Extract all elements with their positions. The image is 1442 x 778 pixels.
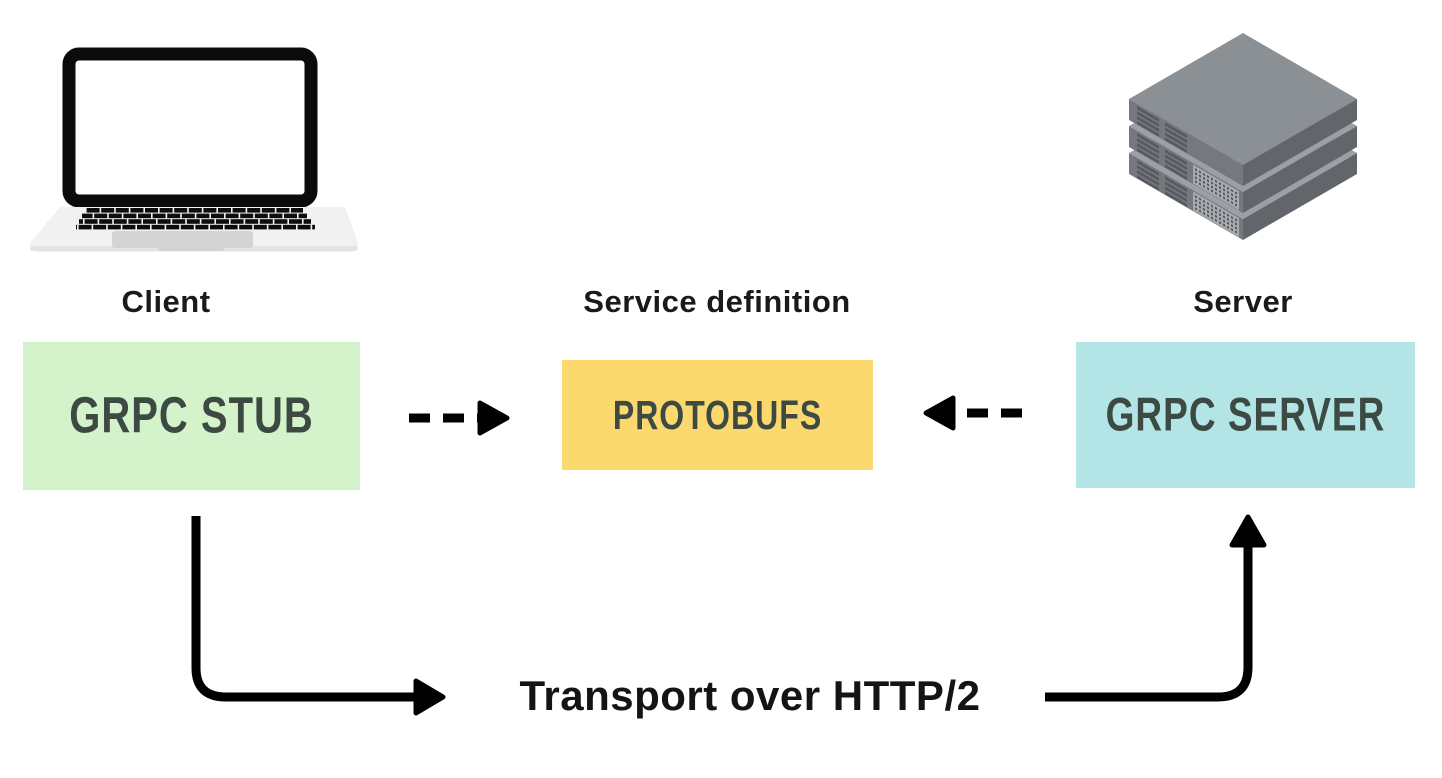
grpc-stub-box: GRPC STUB bbox=[23, 342, 360, 490]
grpc-server-box: GRPC SERVER bbox=[1076, 342, 1415, 488]
grpc-stub-box-text: GRPC STUB bbox=[69, 387, 314, 444]
transport-arrow-to-server bbox=[1045, 514, 1267, 702]
protobufs-box: PROTOBUFS bbox=[562, 360, 873, 470]
client-label: Client bbox=[121, 284, 211, 319]
server-slab-top bbox=[1129, 33, 1357, 186]
dashed-arrow-stub-to-protobufs bbox=[409, 400, 510, 436]
transport-label: Transport over HTTP/2 bbox=[519, 672, 981, 719]
laptop-touchpad bbox=[112, 231, 253, 248]
transport-arrow-from-stub bbox=[191, 516, 446, 716]
grpc-server-box-text: GRPC SERVER bbox=[1105, 388, 1386, 441]
laptop-icon bbox=[30, 47, 358, 252]
laptop-screen bbox=[62, 47, 318, 208]
protobufs-box-text: PROTOBUFS bbox=[612, 391, 823, 438]
laptop-keyboard bbox=[76, 207, 315, 230]
server-label: Server bbox=[1193, 284, 1293, 319]
server-stack-icon bbox=[1129, 33, 1357, 240]
service-definition-label: Service definition bbox=[583, 284, 851, 319]
dashed-arrow-server-to-protobufs bbox=[923, 395, 1022, 431]
